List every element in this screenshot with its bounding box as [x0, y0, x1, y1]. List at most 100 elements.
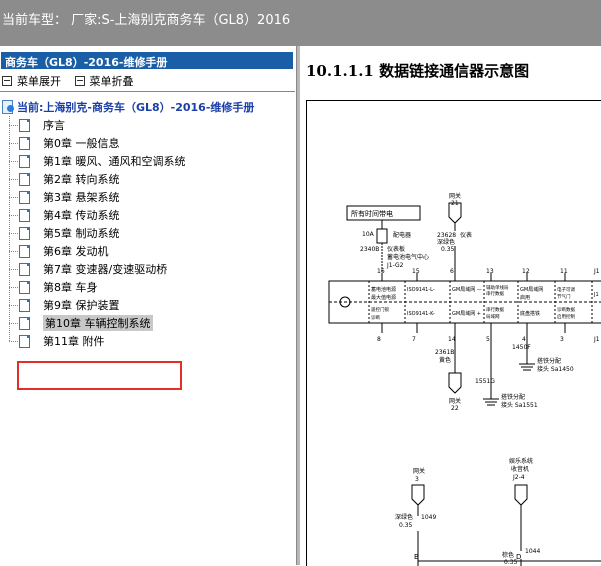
ground-b-label: 搭铁分配	[501, 393, 525, 401]
cell-gmlan-plus: GM局域网 +	[452, 310, 481, 317]
document-icon	[19, 280, 30, 294]
ground-b-id: 接头 Sa1551	[501, 401, 538, 409]
toolbar-divider	[0, 91, 295, 92]
document-icon	[19, 316, 30, 330]
connector-round-icon	[339, 296, 351, 308]
help-book-icon	[2, 100, 14, 114]
pane-splitter[interactable]	[296, 46, 301, 565]
tree-items: 序言 第0章 一般信息 第1章 暖风、通风和空调系统 第2章 转向系统 第3章 …	[9, 116, 294, 350]
wire-1044-color: 棕色	[502, 551, 514, 559]
expand-all-button[interactable]: 菜单展开	[2, 73, 61, 89]
tree-item-label: 第6章 发动机	[43, 245, 109, 258]
radio-name1: 娱乐系统	[509, 457, 533, 465]
wiring-diagram-svg: 所有时间带电 10A 配电器 2340B 仪表板 蓄电池电气中心 J1-G2 网…	[328, 192, 601, 566]
tree-item-chapter-3[interactable]: 第3章 悬架系统	[9, 188, 294, 206]
tree-item-label: 第3章 悬架系统	[43, 191, 120, 204]
tree-item-chapter-4[interactable]: 第4章 传动系统	[9, 206, 294, 224]
document-icon	[19, 190, 30, 204]
document-icon	[19, 262, 30, 276]
cell-rke: 遥控门锁	[371, 306, 389, 313]
ground-a-label: 搭铁分配	[537, 357, 561, 365]
document-icon	[19, 118, 30, 132]
radio-connector	[514, 484, 528, 506]
wire-2340b-desc2: 蓄电池电气中心	[387, 253, 429, 261]
splice-top-num: 21	[451, 200, 459, 207]
wire-23628-color: 深绿色	[437, 238, 455, 246]
tree-item-chapter-5[interactable]: 第5章 制动系统	[9, 224, 294, 242]
document-icon	[19, 154, 30, 168]
splice-mid-num: 22	[451, 405, 459, 412]
document-icon	[19, 226, 30, 240]
wire-23628-gauge: 0.35	[441, 246, 455, 253]
splice-left-name: 网关	[413, 467, 425, 475]
window-titlebar: 当前车型： 厂家:S-上海别克商务车（GL8）2016	[0, 0, 601, 46]
wiring-diagram: 所有时间带电 10A 配电器 2340B 仪表板 蓄电池电气中心 J1-G2 网…	[306, 100, 601, 566]
cell-max-power: 最大值电源	[371, 294, 396, 301]
collapse-all-button[interactable]: 菜单折叠	[74, 73, 134, 89]
wire-1044-gauge: 0.35	[504, 559, 518, 566]
pin-top-j1: J1	[593, 268, 600, 275]
wire-1049-label: 1049	[421, 514, 436, 521]
cell-chassis-ground: 底盘搭铁	[520, 310, 540, 317]
cell-serial-data-b: 串行数据	[486, 306, 504, 313]
pin-top-15: 15	[412, 268, 420, 275]
pin-bot-7: 7	[412, 336, 416, 343]
tree-item-label: 序言	[43, 119, 65, 132]
wire-1044-label: 1044	[525, 548, 540, 555]
power-box	[346, 205, 421, 221]
wire-2361b-label: 2361B	[435, 349, 454, 356]
tree-root[interactable]: 当前:上海别克-商务车（GL8）-2016-维修手册	[2, 98, 294, 116]
ground-a-id: 接头 Sa1450	[537, 365, 574, 373]
tree-item-chapter-6[interactable]: 第6章 发动机	[9, 242, 294, 260]
cell-battery-power: 蓄电池电源	[371, 286, 396, 293]
wire-1049-color: 深绿色	[395, 513, 413, 521]
pin-bot-14: 14	[448, 336, 456, 343]
tree-item-chapter-8[interactable]: 第8章 车身	[9, 278, 294, 296]
document-icon	[19, 334, 30, 348]
fuse-connector-label: J1-G2	[386, 262, 404, 269]
tree-item-label: 第7章 变速器/变速驱动桥	[43, 263, 168, 276]
navigation-pane: 商务车（GL8）-2016-维修手册 菜单展开 菜单折叠 当前:上海别克-商务车…	[0, 46, 296, 565]
cell-aux-lan: 辅助单线局	[486, 284, 509, 291]
tree-item-label: 第0章 一般信息	[43, 137, 120, 150]
document-pane: 10.1.1.1 数据链接通信器示意图	[300, 46, 601, 566]
cell-iso-k: ISO9141-K-	[407, 311, 435, 317]
document-icon	[19, 136, 30, 150]
tree-item-label: 第9章 保护装置	[43, 299, 120, 312]
splice-mid	[448, 372, 462, 394]
manual-header: 商务车（GL8）-2016-维修手册	[1, 52, 293, 69]
tree-item-chapter-9[interactable]: 第9章 保护装置	[9, 296, 294, 314]
wire-2340b-label: 2340B	[360, 246, 379, 253]
cell-gmlan-minus: GM局域网 —	[452, 286, 482, 293]
bottom-pin-d: D	[516, 553, 521, 561]
tree-item-chapter-1[interactable]: 第1章 暖风、通风和空调系统	[9, 152, 294, 170]
tree-item-chapter-10[interactable]: 第10章 车辆控制系统	[9, 314, 294, 332]
tree-item-chapter-7[interactable]: 第7章 变速器/变速驱动桥	[9, 260, 294, 278]
tree-item-label: 第4章 传动系统	[43, 209, 120, 222]
cell-throttle: 节气门	[557, 293, 571, 300]
tree-item-label: 第11章 附件	[43, 335, 105, 348]
wire-23628-desc: 仪表	[460, 231, 472, 239]
radio-connector-label: J2-4	[512, 474, 525, 481]
fuse-symbol	[376, 228, 388, 244]
pin-bot-5: 5	[486, 336, 490, 343]
tree-item-preface[interactable]: 序言	[9, 116, 294, 134]
bottom-pin-b: B	[414, 553, 419, 561]
tree-item-label: 第8章 车身	[43, 281, 98, 294]
tree-item-chapter-2[interactable]: 第2章 转向系统	[9, 170, 294, 188]
wire-2340b-desc1: 仪表板	[387, 245, 405, 253]
cell-iso-l: ISO9141-L-	[407, 287, 435, 293]
tree-item-label: 第2章 转向系统	[43, 173, 120, 186]
tree-item-chapter-11[interactable]: 第11章 附件	[9, 332, 294, 350]
splice-mid-name: 网关	[449, 397, 461, 405]
cell-gmlan: GM局域网	[520, 286, 543, 293]
splice-top	[448, 202, 462, 224]
fuse-label: 配电器	[393, 231, 411, 239]
wire-1450f-label: 1450F	[512, 344, 531, 351]
tree-item-chapter-0[interactable]: 第0章 一般信息	[9, 134, 294, 152]
document-title: 10.1.1.1 数据链接通信器示意图	[306, 62, 530, 80]
selection-highlight-box	[17, 361, 182, 390]
pin-top-6: 6	[450, 268, 454, 275]
tree-item-label: 第1章 暖风、通风和空调系统	[43, 155, 186, 168]
collapse-icon	[74, 76, 85, 86]
